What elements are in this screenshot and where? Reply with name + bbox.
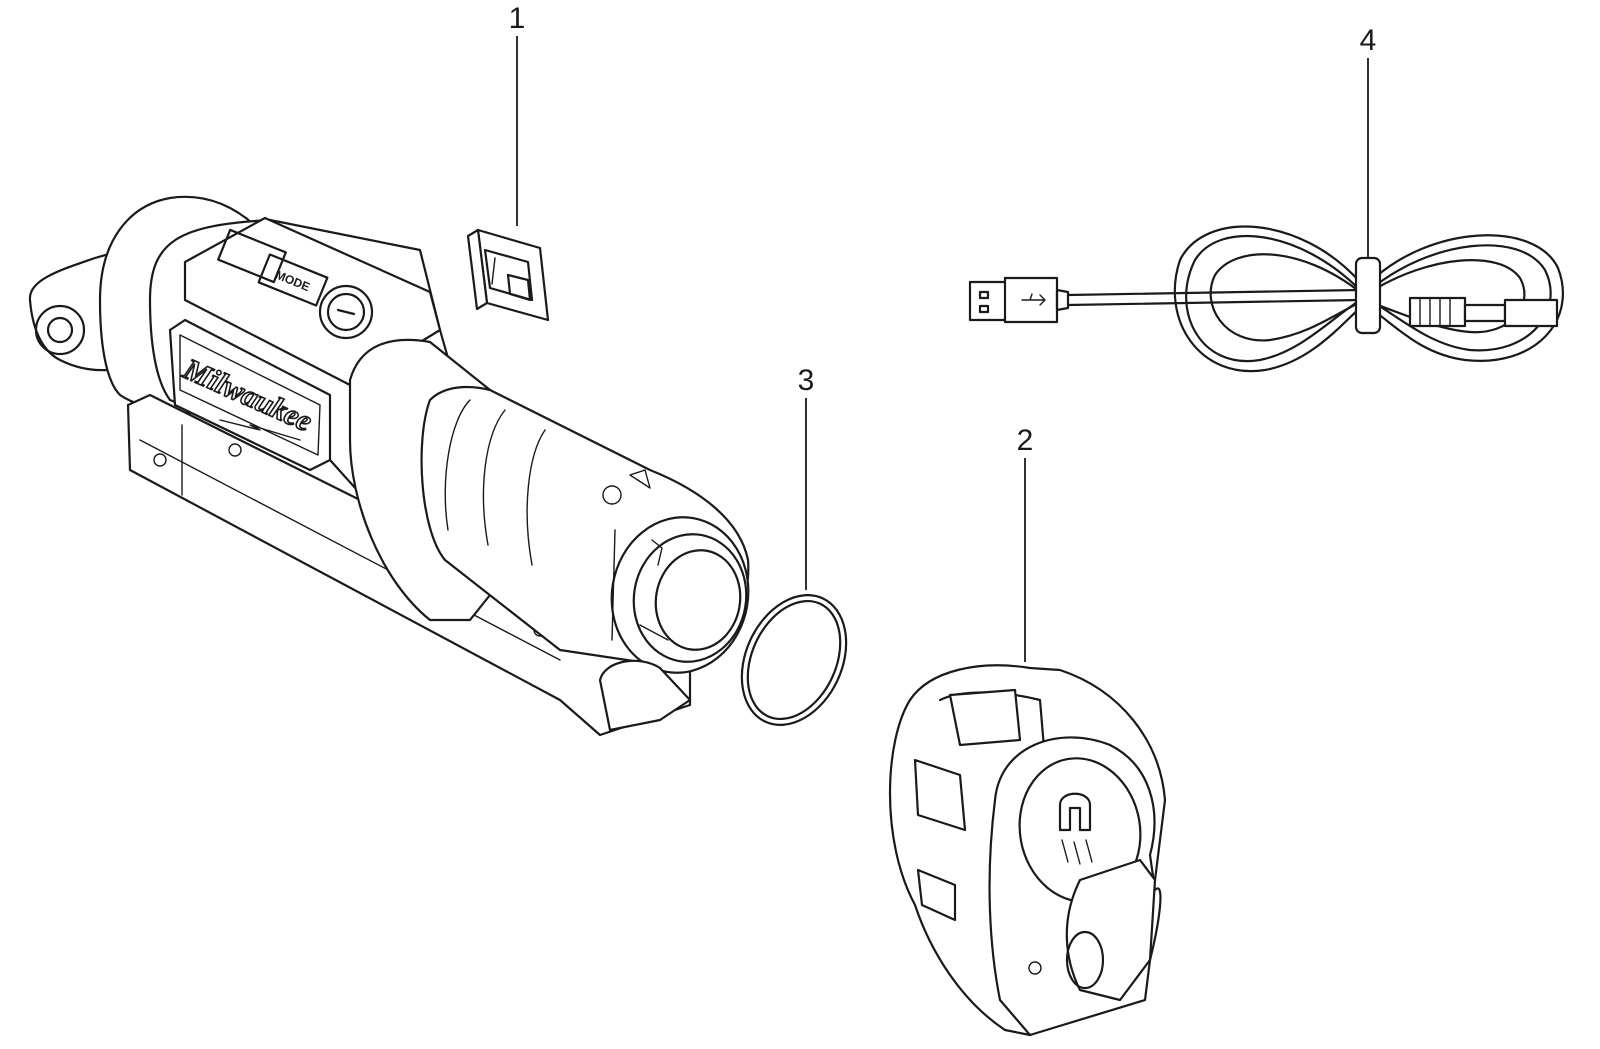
callout-number-3: 3: [797, 364, 815, 397]
part-1-usb-port-cover: [466, 228, 550, 322]
callout-number-4: 4: [1359, 24, 1377, 57]
callout-number-2: 2: [1016, 424, 1034, 457]
part-3-o-ring: [740, 594, 848, 726]
part-2-magnetic-end-cap: [888, 664, 1167, 1037]
part-4-usb-cable: [968, 225, 1564, 373]
callout-number-1: 1: [508, 2, 526, 35]
flashlight-body: MODE Milwaukee: [28, 195, 750, 737]
